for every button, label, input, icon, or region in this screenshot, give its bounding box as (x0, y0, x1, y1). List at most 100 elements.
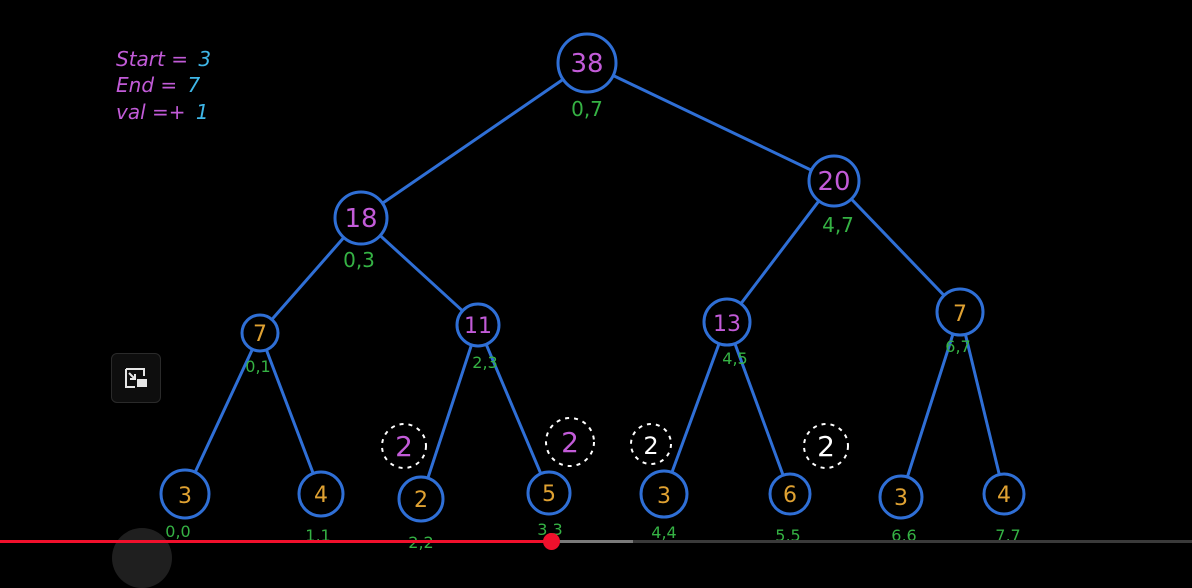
tree-node-n11: 34,4 (639, 469, 689, 542)
tree-node-n5: 134,5 (702, 297, 752, 368)
tree-nodes: 380,7180,3204,770,1112,3134,576,730,041,… (159, 32, 1026, 552)
node-range-label: 0,7 (571, 97, 603, 121)
lazy-dashed-ring (381, 423, 427, 469)
node-value: 3 (178, 484, 192, 509)
node-value: 5 (542, 482, 556, 507)
node-value: 2 (414, 488, 428, 513)
tree-node-n14: 47,7 (982, 472, 1026, 545)
node-ring (240, 313, 280, 353)
tree-edge-n2-n6 (849, 197, 946, 297)
lazy-value: 2 (395, 430, 413, 463)
tree-edge-n0-n2 (611, 74, 813, 172)
node-value: 3 (894, 486, 908, 511)
note-val-label: val (116, 100, 146, 124)
tree-node-n12: 65,5 (768, 472, 812, 545)
node-range-label: 0,1 (245, 357, 270, 376)
note-start-op: = (171, 47, 188, 71)
lazy-value: 2 (817, 430, 835, 463)
node-ring (455, 302, 501, 348)
node-value: 4 (314, 483, 328, 508)
node-value: 18 (344, 204, 377, 234)
tree-edge-n4-n9 (426, 343, 473, 480)
tree-node-n8: 41,1 (297, 470, 345, 545)
tree-edge-n1-n4 (378, 234, 465, 313)
lazy-mark-lz3: 2 (630, 423, 672, 465)
tree-node-n2: 204,7 (807, 154, 861, 237)
tree-node-n9: 22,2 (397, 475, 445, 552)
tree-edge-n6-n13 (905, 332, 955, 479)
node-range-label: 0,3 (343, 248, 375, 272)
node-ring (397, 475, 445, 523)
node-range-label: 2,3 (472, 353, 497, 372)
lazy-dashed-ring (545, 417, 595, 467)
tree-node-n6: 76,7 (935, 287, 985, 356)
node-range-label: 0,0 (165, 522, 190, 541)
lazy-mark-lz1: 2 (381, 423, 427, 469)
node-value: 11 (464, 314, 492, 339)
node-ring (702, 297, 752, 347)
picture-in-picture-icon (125, 368, 147, 388)
node-value: 7 (253, 322, 267, 347)
tree-node-n4: 112,3 (455, 302, 501, 372)
tree-edge-n3-n8 (264, 348, 315, 475)
note-end-op: = (160, 73, 178, 97)
node-value: 3 (657, 484, 671, 509)
node-value: 6 (783, 483, 797, 508)
tree-node-n7: 30,0 (159, 468, 211, 541)
node-value: 7 (953, 302, 967, 327)
tree-node-n3: 70,1 (240, 313, 280, 376)
tree-node-n0: 380,7 (556, 32, 618, 121)
node-ring (333, 190, 389, 246)
node-ring (297, 470, 345, 518)
node-ring (935, 287, 985, 337)
node-ring (768, 472, 812, 516)
tree-edge-n5-n11 (670, 342, 721, 474)
node-value: 38 (570, 49, 603, 79)
lazy-value: 2 (561, 426, 579, 459)
node-ring (556, 32, 618, 94)
tree-edge-n2-n5 (739, 199, 821, 306)
node-range-label: 4,5 (722, 349, 747, 368)
note-val-value: 1 (195, 100, 209, 124)
tree-edge-n6-n14 (963, 332, 1001, 477)
note-start-value: 3 (198, 47, 212, 71)
note-end: End = 7 (116, 72, 200, 98)
tree-node-n1: 180,3 (333, 190, 389, 272)
node-value: 13 (713, 312, 741, 337)
node-range-label: 4,4 (651, 523, 676, 542)
tree-edge-n1-n3 (270, 236, 346, 321)
tree-edge-n5-n12 (733, 342, 785, 477)
tree-edges (193, 74, 1001, 480)
node-value: 4 (997, 483, 1011, 508)
tree-edge-n0-n1 (380, 77, 565, 205)
lazy-dashed-ring (803, 423, 849, 469)
lazy-dashed-ring (630, 423, 672, 465)
lazy-mark-lz4: 2 (803, 423, 849, 469)
lazy-marks: 2 2 2 2 (381, 417, 849, 469)
node-ring (807, 154, 861, 208)
played-bar (0, 540, 551, 543)
note-start: Start = 3 (116, 46, 211, 72)
note-end-label: End (116, 73, 155, 97)
video-progress-bar[interactable] (0, 533, 1192, 550)
lazy-mark-lz2: 2 (545, 417, 595, 467)
tree-edge-n4-n10 (484, 342, 543, 476)
tree-node-n13: 36,6 (878, 474, 924, 545)
note-end-value: 7 (187, 73, 201, 97)
node-ring (526, 470, 572, 516)
node-ring (159, 468, 211, 520)
node-range-label: 4,7 (822, 213, 854, 237)
pip-button[interactable] (111, 353, 161, 403)
node-value: 20 (817, 167, 850, 197)
note-val: val =+ 1 (116, 99, 209, 125)
tree-edge-n3-n7 (193, 347, 254, 474)
note-start-label: Start (116, 47, 165, 71)
loading-spinner (112, 528, 172, 588)
node-ring (639, 469, 689, 519)
node-range-label: 6,7 (945, 337, 970, 356)
scrubber-handle[interactable] (542, 533, 560, 550)
node-ring (878, 474, 924, 520)
note-val-op: =+ (152, 100, 186, 124)
node-ring (982, 472, 1026, 516)
tree-node-n10: 53,3 (526, 470, 572, 539)
